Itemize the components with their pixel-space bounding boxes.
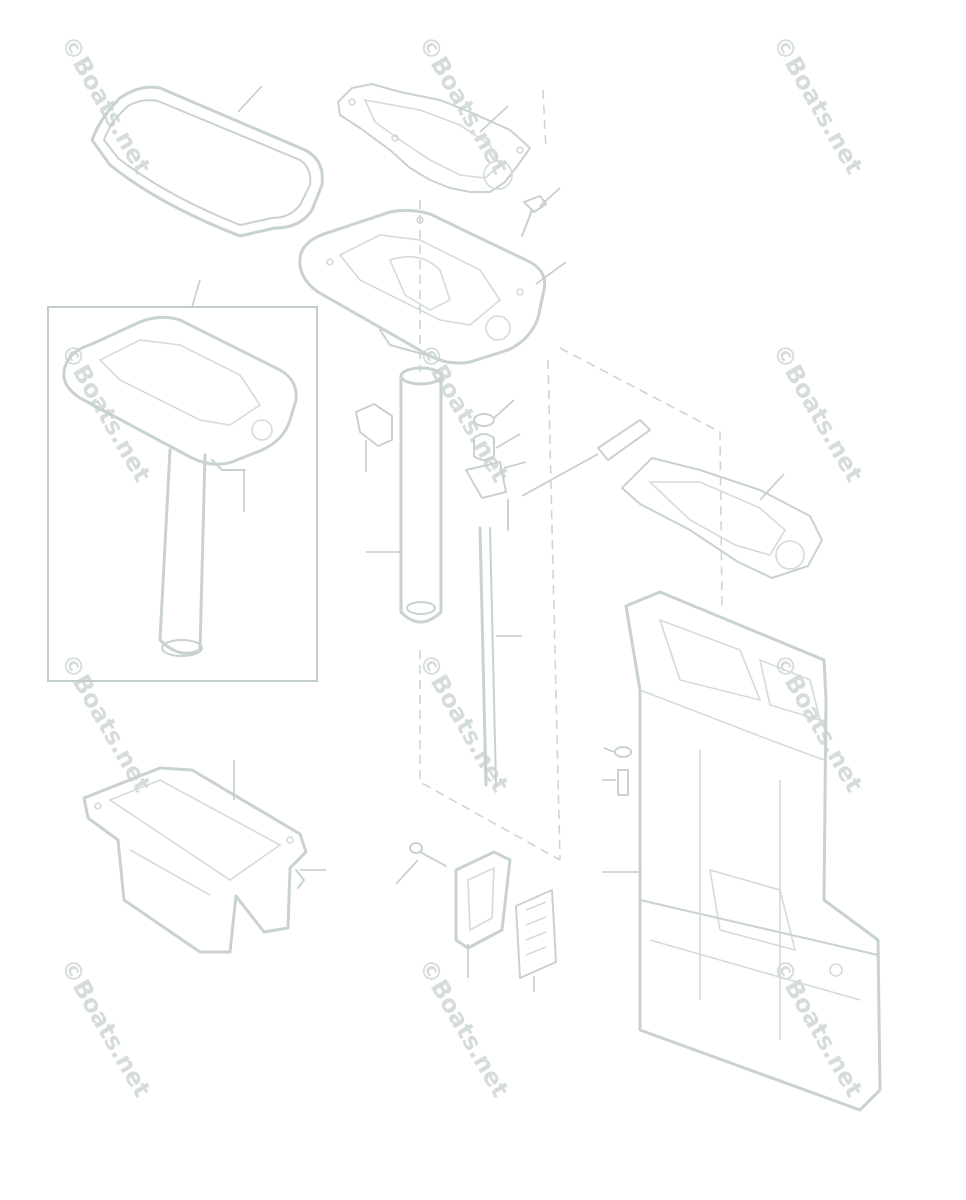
- watermark: ©Boats.net: [55, 954, 157, 1102]
- bolt: [521, 187, 561, 237]
- watermark: ©Boats.net: [767, 649, 869, 797]
- screw: [395, 842, 447, 885]
- watermark: ©Boats.net: [413, 31, 515, 179]
- housing-fasteners: [602, 746, 632, 796]
- housing-gasket: [621, 457, 823, 579]
- drive-shaft-housing: [602, 590, 882, 1112]
- drive-shaft: [478, 526, 522, 787]
- watermark: ©Boats.net: [767, 31, 869, 179]
- adapter-plate: [298, 208, 567, 365]
- lower-cover: [82, 760, 326, 954]
- exhaust-tube: [366, 366, 443, 624]
- bushing-stack: [465, 399, 527, 531]
- rubber-seal-ring: [90, 85, 324, 238]
- watermark: ©Boats.net: [767, 954, 869, 1102]
- watermark: ©Boats.net: [767, 339, 869, 487]
- small-bracket: [355, 403, 393, 472]
- access-cover: [454, 850, 512, 978]
- top-gasket: [337, 83, 531, 193]
- sealant-tube: [521, 419, 651, 497]
- alignment-lines: [419, 89, 723, 861]
- watermark: ©Boats.net: [413, 954, 515, 1102]
- watermark: ©Boats.net: [413, 649, 515, 797]
- grille-plate: [515, 889, 557, 992]
- inset-assembly: [47, 279, 318, 682]
